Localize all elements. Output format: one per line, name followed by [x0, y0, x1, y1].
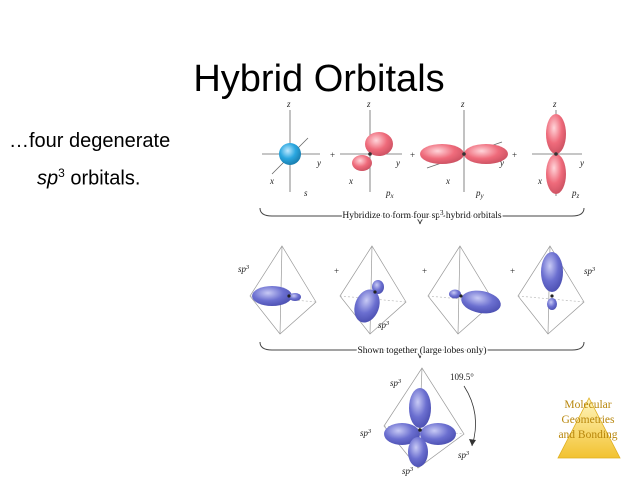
hybrid-tetrahedron-3: [427, 245, 501, 335]
hybrid-lobe-up: [409, 388, 431, 428]
axis-z-label: z: [366, 99, 371, 109]
sp3-label: sp3: [378, 320, 390, 330]
plus-sign: +: [410, 150, 415, 160]
hybrid-small-lobe: [547, 298, 557, 310]
hybridize-caption: Hybridize to form four sp3 hybrid orbita…: [342, 209, 501, 221]
axis-x-label: x: [269, 176, 274, 186]
px-label: px: [385, 188, 395, 200]
top-brace: [259, 207, 585, 225]
pz-label: pz: [571, 188, 580, 200]
hybrid-lobe-left: [384, 423, 420, 445]
axis-z-label: z: [552, 99, 557, 109]
px-lobe-upper: [365, 132, 393, 156]
px-lobe-lower: [352, 155, 372, 171]
axis-x-label: x: [445, 176, 450, 186]
axis-z-label: z: [460, 99, 465, 109]
sp3-label: sp3: [238, 264, 250, 274]
axis-x-label: x: [348, 176, 353, 186]
py-orbital-panel: z y x py: [420, 99, 508, 200]
hybrid-lobe-down: [408, 437, 428, 467]
together-caption: Shown together (large lobes only): [357, 345, 486, 356]
py-lobe-left: [420, 144, 464, 164]
hybrid-orbital-figure: z y x s + z y x px + z y x py + z: [238, 99, 596, 476]
hybrid-small-lobe: [449, 289, 461, 299]
plus-sign: +: [330, 150, 335, 160]
py-label: py: [475, 188, 485, 200]
pz-orbital-panel: z y x pz: [532, 99, 584, 200]
slide-title: Hybrid Orbitals: [193, 58, 445, 100]
hybrid-tetrahedron-2: sp3: [339, 245, 407, 335]
bottom-brace: [259, 341, 585, 359]
hybrid-lobe-right: [420, 423, 456, 445]
py-lobe-right: [464, 144, 508, 164]
bullet-line-2: sp3 orbitals.: [37, 166, 140, 191]
axis-z-label: z: [286, 99, 291, 109]
sp3-label: sp3: [458, 450, 470, 460]
plus-sign: +: [334, 266, 339, 276]
sp3-label: sp3: [584, 266, 596, 276]
hybrid-large-lobe: [354, 289, 380, 323]
badge-line-1: Molecular: [564, 399, 612, 411]
pz-lobe-upper: [546, 114, 566, 154]
s-orbital-panel: z y x s: [262, 99, 321, 198]
section-badge: Molecular Geometries and Bonding: [555, 398, 621, 443]
bullet-sp: sp: [37, 167, 59, 190]
badge-line-2: Geometries: [561, 414, 615, 426]
axis-y-label: y: [579, 158, 584, 168]
sp3-label: sp3: [390, 378, 402, 388]
axis-y-label: y: [395, 158, 400, 168]
hybrid-large-lobe: [541, 252, 563, 292]
hybrid-large-lobe: [252, 286, 292, 306]
axis-x-label: x: [537, 176, 542, 186]
hybrid-tetrahedron-4: sp3: [517, 245, 596, 335]
s-label: s: [304, 188, 308, 198]
axis-y-label: y: [499, 158, 504, 168]
bond-angle-label: 109.5°: [450, 372, 474, 382]
plus-sign: +: [510, 266, 515, 276]
hybrid-tetrahedron-1: sp3: [238, 245, 317, 335]
corner-triangle-logo: [557, 397, 621, 459]
plus-sign: +: [422, 266, 427, 276]
axis-y-label: y: [316, 158, 321, 168]
bullet-line-1: …four degenerate: [9, 130, 171, 152]
hybrid-large-lobe: [461, 290, 501, 314]
sp3-label: sp3: [402, 466, 414, 476]
px-orbital-panel: z y x px: [340, 99, 402, 200]
combined-sp3-tetrahedron: 109.5° sp3 sp3 sp3 sp3: [360, 367, 476, 476]
plus-sign: +: [512, 150, 517, 160]
hybrid-small-lobe: [289, 293, 301, 301]
pz-lobe-lower: [546, 154, 566, 194]
s-orbital-sphere: [279, 143, 301, 165]
bullet-rest: orbitals.: [64, 167, 141, 190]
sp3-label: sp3: [360, 428, 372, 438]
bullet-sup: 3: [58, 166, 65, 180]
badge-line-3: and Bonding: [558, 429, 618, 441]
